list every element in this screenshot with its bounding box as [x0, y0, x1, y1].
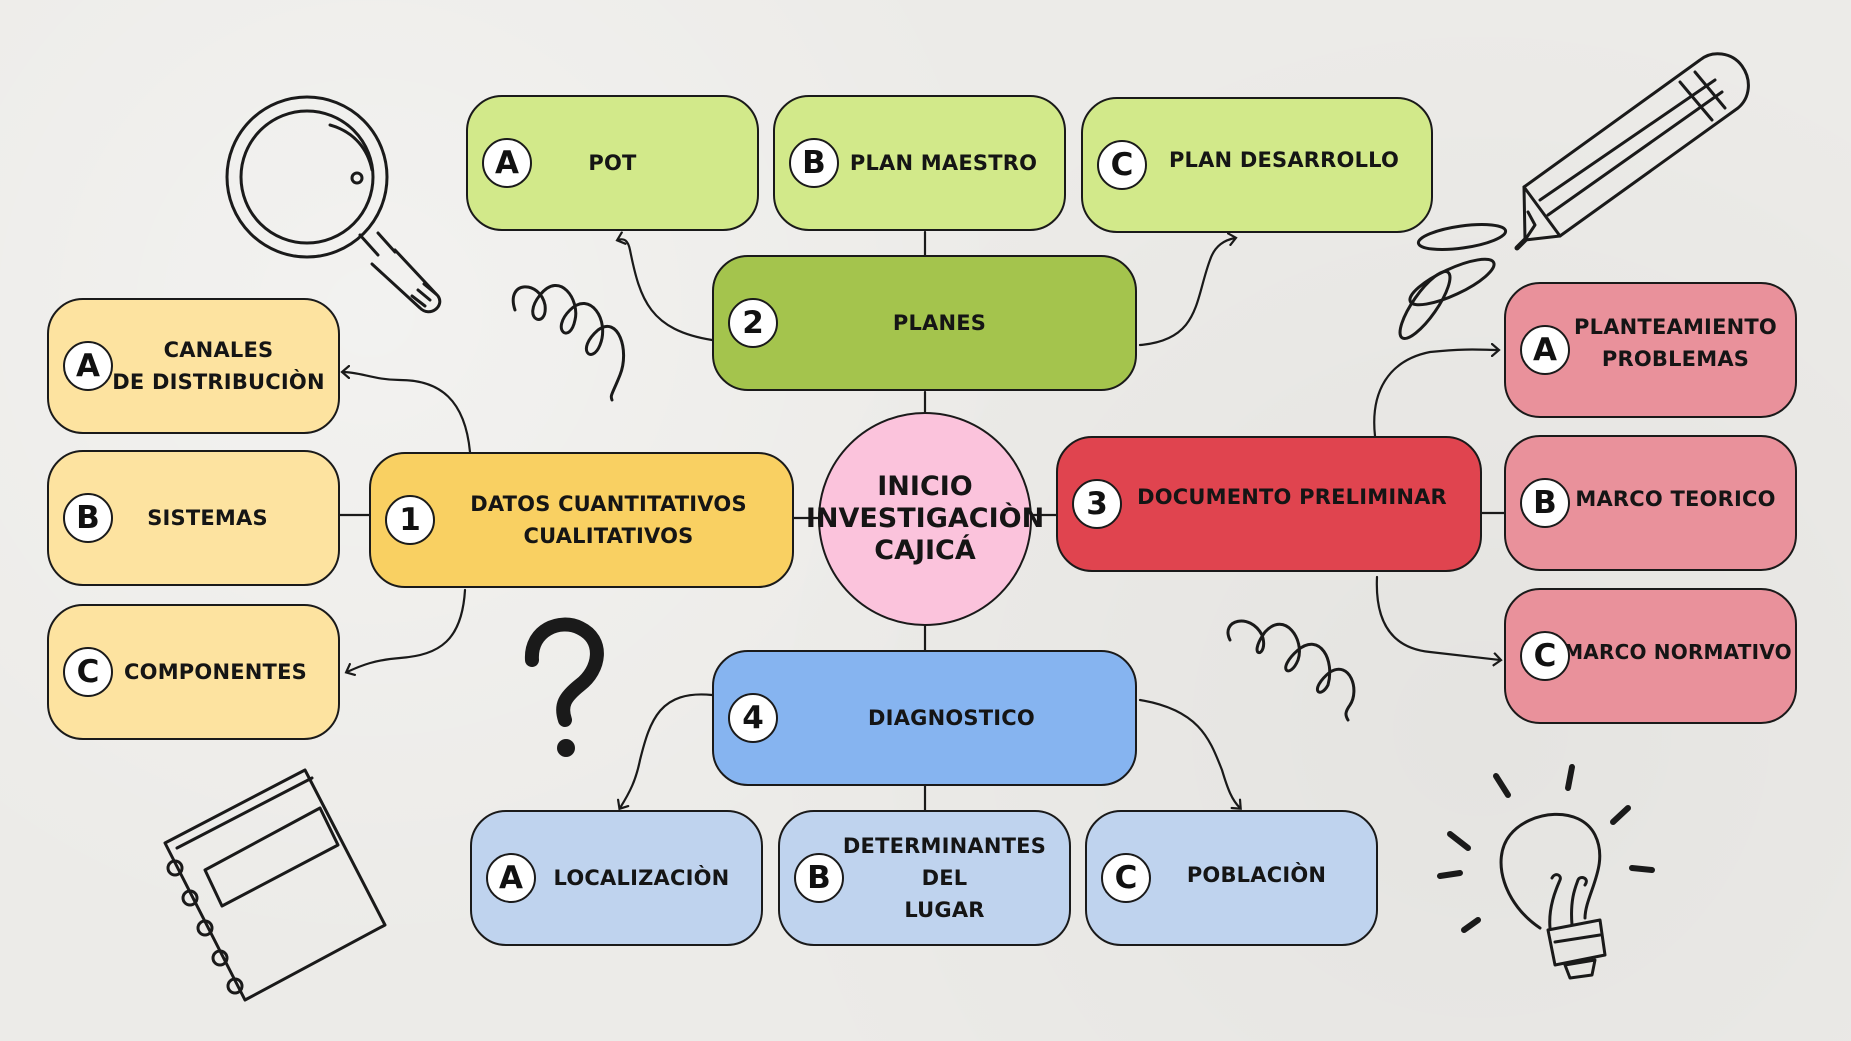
- leaf-canales[interactable]: A CANALES DE DISTRIBUCIÒN: [47, 298, 340, 434]
- leaf-label: CANALES DE DISTRIBUCIÒN: [112, 338, 325, 394]
- arrow-diag-localizacion: [620, 693, 714, 808]
- leaf-sistemas[interactable]: B SISTEMAS: [47, 450, 340, 586]
- branch-documento[interactable]: 3 DOCUMENTO PRELIMINAR: [1056, 436, 1482, 572]
- letter-badge: A: [486, 853, 536, 903]
- notebook-icon: [163, 768, 387, 1002]
- branch-diagnostico[interactable]: 4 DIAGNOSTICO: [712, 650, 1137, 786]
- letter-badge: C: [1097, 140, 1147, 190]
- leaf-label: DETERMINANTES DEL LUGAR: [842, 834, 1047, 922]
- branch-number-badge: 3: [1072, 479, 1122, 529]
- letter-badge: A: [63, 341, 113, 391]
- leaf-marco-normativo[interactable]: C MARCO NORMATIVO: [1504, 588, 1797, 724]
- letter-badge: C: [1101, 853, 1151, 903]
- arrow-planes-desarrollo: [1138, 238, 1235, 347]
- branch-label: PLANES: [892, 311, 987, 335]
- branch-number-badge: 2: [728, 298, 778, 348]
- leaf-pot[interactable]: A POT: [466, 95, 759, 231]
- arrow-doc-planteamiento: [1373, 350, 1498, 438]
- center-node: INICIO INVESTIGACIÒN CAJICÁ: [806, 412, 1044, 626]
- letter-badge: B: [789, 138, 839, 188]
- center-label: INICIO INVESTIGACIÒN CAJICÁ: [805, 471, 1045, 566]
- letter-badge: A: [1520, 325, 1570, 375]
- leaf-componentes[interactable]: C COMPONENTES: [47, 604, 340, 740]
- leaf-label: MARCO TEORICO: [1575, 487, 1776, 511]
- leaf-label: POBLACIÒN: [1186, 863, 1327, 887]
- leaf-label: PLAN MAESTRO: [849, 151, 1038, 175]
- leaf-label: COMPONENTES: [124, 660, 307, 684]
- letter-badge: C: [1520, 631, 1570, 681]
- pencil-icon: [1514, 52, 1750, 251]
- arrow-planes-pot: [618, 239, 714, 342]
- leaf-label: PLANTEAMIENTO PROBLEMAS: [1574, 315, 1777, 371]
- leaf-localizacion[interactable]: A LOCALIZACIÒN: [470, 810, 763, 946]
- branch-number-badge: 4: [728, 693, 778, 743]
- leaf-label: LOCALIZACIÒN: [553, 866, 730, 890]
- leaf-plan-desarrollo[interactable]: C PLAN DESARROLLO: [1081, 97, 1433, 233]
- letter-badge: B: [1520, 478, 1570, 528]
- letter-badge: B: [63, 493, 113, 543]
- letter-badge: B: [794, 853, 844, 903]
- light-rays-icon: [1437, 764, 1655, 933]
- arrow-datos-componentes: [347, 588, 467, 672]
- branch-planes[interactable]: 2 PLANES: [712, 255, 1137, 391]
- leaf-planteamiento[interactable]: A PLANTEAMIENTO PROBLEMAS: [1504, 282, 1797, 418]
- arrow-datos-canales: [343, 372, 472, 454]
- spring-icon: [1226, 619, 1356, 722]
- spring-icon: [511, 284, 625, 402]
- question-mark-icon: [524, 617, 604, 757]
- branch-label: DIAGNOSTICO: [868, 706, 1035, 730]
- branch-datos[interactable]: 1 DATOS CUANTITATIVOS CUALITATIVOS: [369, 452, 794, 588]
- leaf-determinantes[interactable]: B DETERMINANTES DEL LUGAR: [778, 810, 1071, 946]
- branch-label: DATOS CUANTITATIVOS CUALITATIVOS: [470, 492, 747, 548]
- arrow-doc-normativo: [1375, 575, 1500, 660]
- motion-lines-icon: [1398, 223, 1508, 340]
- letter-badge: C: [63, 647, 113, 697]
- leaf-plan-maestro[interactable]: B PLAN MAESTRO: [773, 95, 1066, 231]
- leaf-marco-teorico[interactable]: B MARCO TEORICO: [1504, 435, 1797, 571]
- branch-label: DOCUMENTO PRELIMINAR: [1137, 485, 1447, 509]
- letter-badge: A: [482, 138, 532, 188]
- leaf-label: PLAN DESARROLLO: [1168, 148, 1400, 172]
- arrow-diag-poblacion: [1138, 698, 1240, 808]
- leaf-label: POT: [588, 151, 637, 175]
- leaf-label: SISTEMAS: [147, 506, 268, 530]
- leaf-poblacion[interactable]: C POBLACIÒN: [1085, 810, 1378, 946]
- magnifier-icon: [225, 95, 442, 314]
- leaf-label: MARCO NORMATIVO: [1563, 640, 1792, 664]
- lightbulb-icon: [1499, 812, 1607, 980]
- branch-number-badge: 1: [385, 495, 435, 545]
